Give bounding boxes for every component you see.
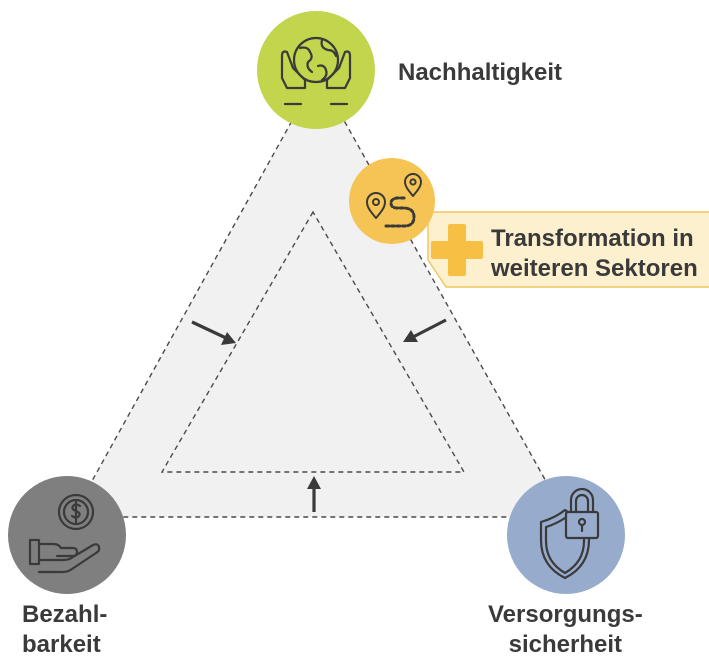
label-versorgungssicherheit-line1: Versorgungs- <box>488 601 643 628</box>
label-nachhaltigkeit-text: Nachhaltigkeit <box>398 59 563 86</box>
inner-triangle <box>160 210 466 473</box>
label-bezahlbarkeit-line2: barkeit <box>22 631 101 658</box>
label-versorgungssicherheit-line2: sicherheit <box>508 631 623 658</box>
outer-triangle <box>70 72 568 518</box>
node-bezahlbarkeit <box>8 476 126 594</box>
shield-lock-icon <box>539 487 600 580</box>
label-transformation-line1: Transformation in <box>491 225 694 252</box>
node-nachhaltigkeit <box>257 11 375 129</box>
label-bezahlbarkeit: Bezahl- barkeit <box>22 600 107 660</box>
label-transformation-line2: weiteren Sektoren <box>491 255 698 282</box>
coin-in-hand-icon <box>28 493 101 574</box>
label-versorgungssicherheit: Versorgungs- sicherheit <box>488 600 643 660</box>
label-nachhaltigkeit: Nachhaltigkeit <box>398 58 562 88</box>
label-transformation: Transformation in weiteren Sektoren <box>491 224 698 284</box>
arrow-left-inward <box>191 320 236 345</box>
globe-in-hands-icon <box>280 36 352 106</box>
transformation-box <box>427 211 709 288</box>
arrow-bottom-inward <box>307 476 321 512</box>
node-transformation <box>349 158 435 244</box>
arrow-right-inward <box>403 318 447 342</box>
node-versorgungssicherheit <box>507 476 625 594</box>
route-map-pins-icon <box>366 173 422 228</box>
label-bezahlbarkeit-line1: Bezahl- <box>22 601 108 628</box>
plus-icon <box>431 224 483 276</box>
